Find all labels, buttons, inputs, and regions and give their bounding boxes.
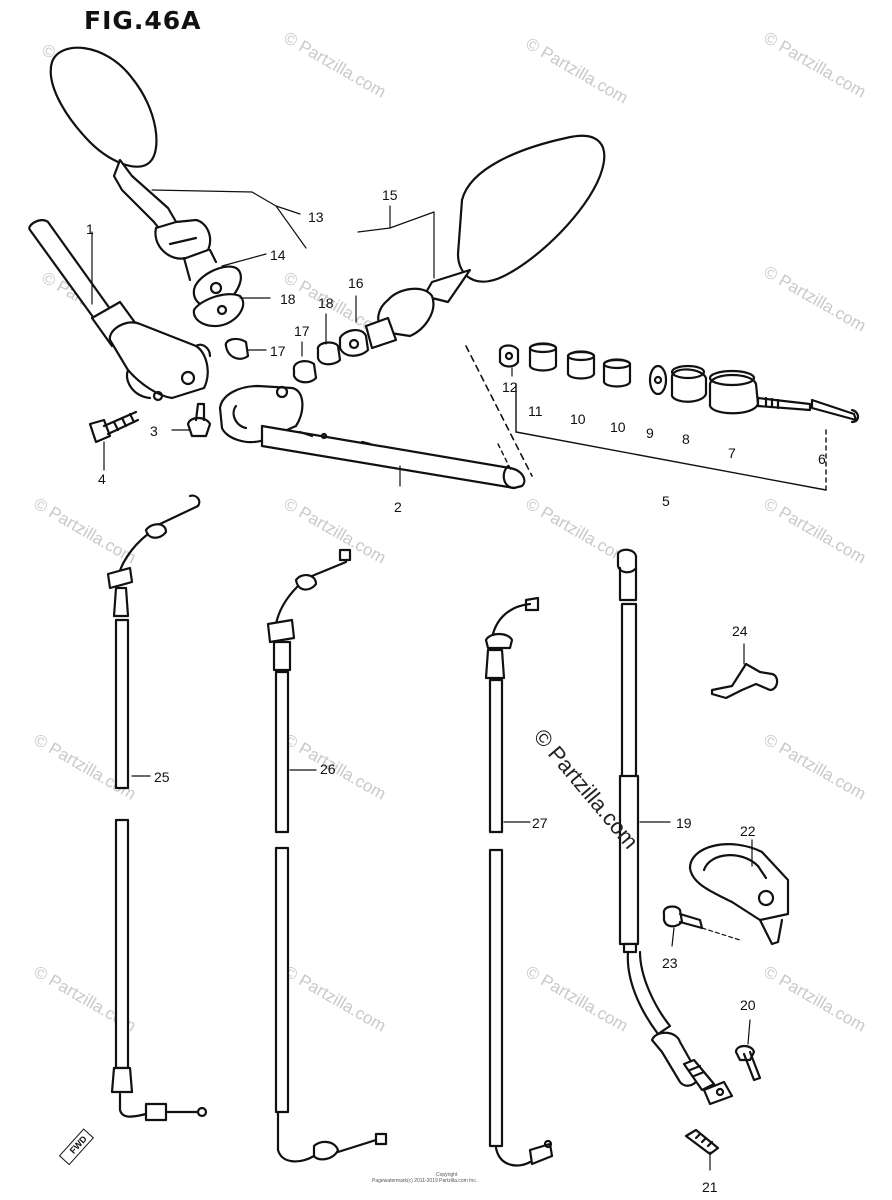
callout-22: 22 bbox=[740, 823, 756, 839]
callout-24: 24 bbox=[732, 623, 748, 639]
callout-11: 11 bbox=[528, 403, 543, 419]
screw-20 bbox=[734, 1044, 762, 1082]
screw-21 bbox=[684, 1128, 720, 1156]
callout-15: 15 bbox=[382, 187, 398, 203]
bar-end-weight-set bbox=[498, 342, 860, 424]
cable-27 bbox=[484, 596, 554, 1167]
right-mirror bbox=[338, 134, 606, 357]
callout-labels: 1 2 3 4 5 6 7 8 9 10 10 11 12 13 14 15 1… bbox=[86, 187, 826, 1195]
callout-1: 1 bbox=[86, 221, 94, 237]
right-handlebar bbox=[218, 384, 526, 490]
callout-10a: 10 bbox=[570, 411, 586, 427]
bolt-3 bbox=[186, 402, 212, 438]
callout-10b: 10 bbox=[610, 419, 626, 435]
callout-14: 14 bbox=[270, 247, 286, 263]
callout-17a: 17 bbox=[270, 343, 286, 359]
callout-4: 4 bbox=[98, 471, 106, 487]
mirror-nut-right bbox=[292, 341, 342, 384]
callout-3: 3 bbox=[150, 423, 158, 439]
callout-6: 6 bbox=[818, 451, 826, 467]
callout-19: 19 bbox=[676, 815, 692, 831]
bolt-4 bbox=[88, 410, 140, 444]
callout-16: 16 bbox=[348, 275, 364, 291]
cable-bracket-22 bbox=[688, 843, 790, 946]
callout-27: 27 bbox=[532, 815, 548, 831]
callout-26: 26 bbox=[320, 761, 336, 777]
footer-copyright: Pagewatermark(c) 2011-2019 Partzilla.com… bbox=[372, 1178, 478, 1184]
left-grip-assembly bbox=[28, 219, 212, 402]
leader-lines-top bbox=[91, 189, 513, 487]
mirror-base-plate bbox=[192, 265, 250, 360]
callout-5: 5 bbox=[662, 493, 670, 509]
callout-18b: 18 bbox=[318, 295, 334, 311]
cable-clamp-24 bbox=[710, 662, 779, 700]
callout-25: 25 bbox=[154, 769, 170, 785]
callout-18a: 18 bbox=[280, 291, 296, 307]
figure-title: FIG.46A bbox=[84, 6, 202, 35]
cable-26 bbox=[266, 548, 388, 1163]
callout-17b: 17 bbox=[294, 323, 310, 339]
callout-12: 12 bbox=[502, 379, 518, 395]
callout-8: 8 bbox=[682, 431, 690, 447]
cable-25 bbox=[106, 494, 208, 1122]
left-mirror bbox=[49, 46, 218, 282]
cable-19 bbox=[616, 548, 734, 1106]
callout-21: 21 bbox=[702, 1179, 718, 1195]
callout-23: 23 bbox=[662, 955, 678, 971]
footer-title: Copyright bbox=[436, 1172, 458, 1178]
bolt-23 bbox=[662, 905, 704, 930]
callout-20: 20 bbox=[740, 997, 756, 1013]
callout-7: 7 bbox=[728, 445, 736, 461]
callout-13: 13 bbox=[308, 209, 324, 225]
callout-9: 9 bbox=[646, 425, 654, 441]
callout-2: 2 bbox=[394, 499, 402, 515]
leader-lines-bottom bbox=[131, 643, 753, 1171]
